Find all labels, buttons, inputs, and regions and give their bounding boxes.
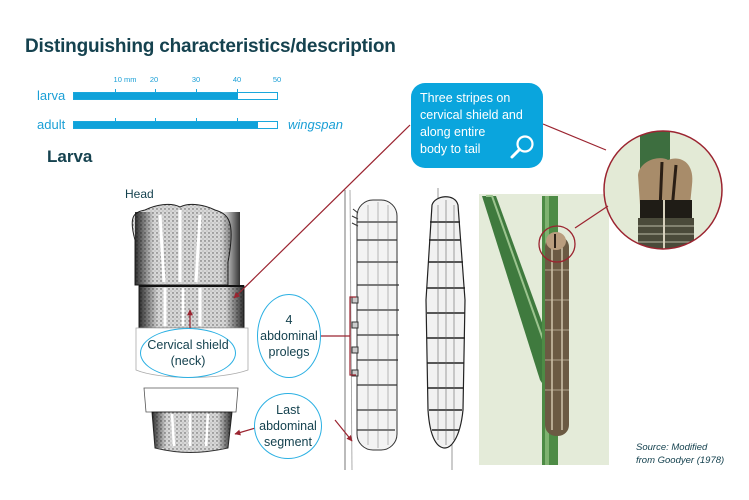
callout-line-1: Three stripes on — [420, 91, 511, 105]
bar-fill-adult — [74, 122, 258, 128]
label-line: (neck) — [170, 354, 206, 368]
label-line: abdominal — [259, 419, 317, 433]
bar-label-larva: larva — [37, 88, 66, 103]
label-line: segment — [264, 435, 312, 449]
bar-tick — [237, 118, 238, 122]
bar-label-adult: adult — [37, 117, 66, 132]
callout-line-4: body to tail — [420, 142, 481, 156]
bar-tick — [196, 118, 197, 122]
bar-adult — [73, 118, 278, 129]
magnifier-icon — [510, 135, 534, 159]
source-credit: Source: Modified from Goodyer (1978) — [636, 441, 724, 467]
bar-tick — [237, 89, 238, 93]
bar-tick — [115, 89, 116, 93]
scale-tick-20: 20 — [149, 75, 159, 84]
side-view-larva-illustration — [344, 189, 399, 471]
scale-tick-30: 30 — [191, 75, 201, 84]
bar-fill-larva — [74, 93, 238, 99]
bar-tick — [115, 118, 116, 122]
abdominal-prolegs-label: 4 abdominal prolegs — [257, 294, 321, 378]
last-segment-illustration — [143, 387, 239, 453]
magnified-head-photo — [603, 130, 723, 250]
bar-larva — [73, 89, 278, 100]
scale-tick-10: 10 mm — [113, 75, 137, 84]
label-line: abdominal — [260, 329, 318, 343]
callout-line-2: cervical shield and — [420, 108, 523, 122]
source-line: from Goodyer (1978) — [636, 455, 725, 466]
callout-line-3: along entire — [420, 125, 486, 139]
last-abdominal-segment-label: Last abdominal segment — [254, 393, 322, 459]
label-line: Last — [276, 403, 300, 417]
label-line: 4 — [285, 313, 293, 327]
label-line: Cervical shield — [147, 338, 229, 352]
bar-tick — [196, 89, 197, 93]
cervical-shield-label: Cervical shield (neck) — [140, 328, 236, 378]
bar-tick — [155, 89, 156, 93]
dorsal-view-larva-illustration — [425, 188, 466, 470]
page-title: Distinguishing characteristics/descripti… — [25, 36, 396, 57]
section-heading-larva: Larva — [47, 147, 93, 166]
label-line: prolegs — [268, 345, 310, 359]
head-label: Head — [125, 187, 154, 201]
wingspan-note: wingspan — [288, 117, 343, 132]
larva-photo — [479, 194, 609, 465]
source-line: Source: Modified — [636, 442, 708, 453]
scale-tick-40: 40 — [232, 75, 242, 84]
bar-tick — [155, 118, 156, 122]
scale-tick-50: 50 — [272, 75, 282, 84]
stripes-callout: Three stripes on cervical shield and alo… — [411, 83, 543, 168]
